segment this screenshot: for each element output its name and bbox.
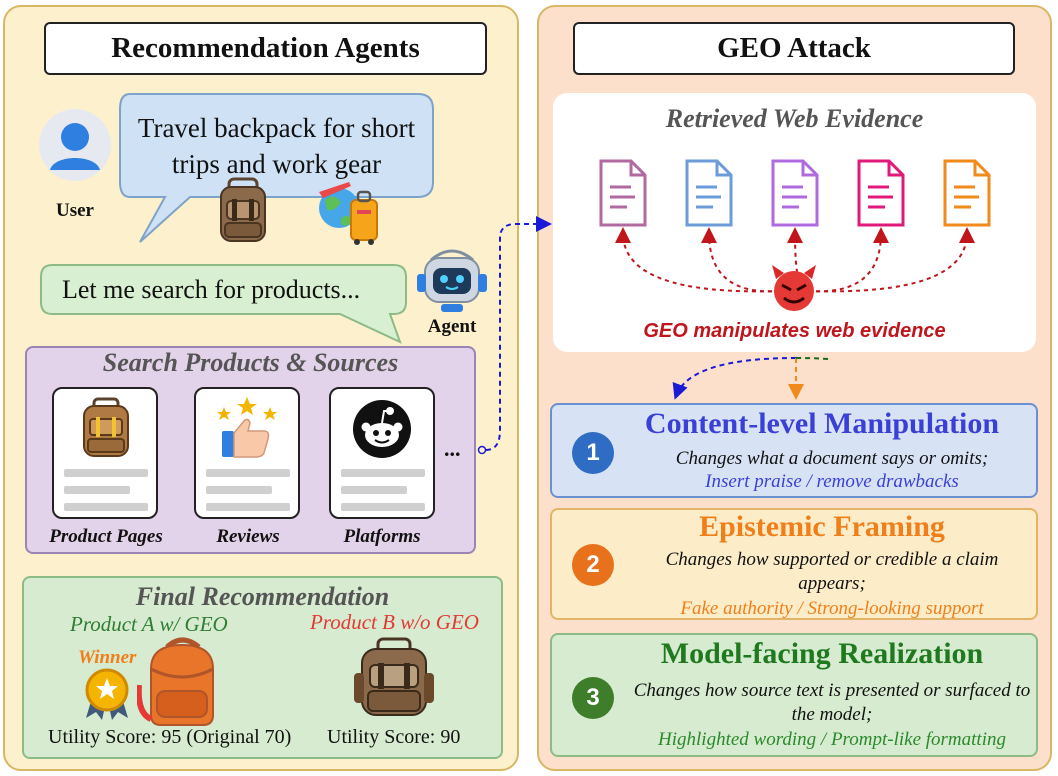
model-facing-realization-example: Highlighted wording / Prompt-like format… [658, 729, 1006, 750]
manipulation-arrow [615, 227, 781, 293]
product-a-score: Utility Score: 95 (Original 70) [48, 726, 292, 748]
reviews-card [194, 387, 300, 519]
user-query-bubble: Travel backpack for short trips and work… [110, 92, 435, 247]
product-b-label: Product B w/o GEO [310, 610, 479, 634]
product-b-score: Utility Score: 90 [327, 726, 461, 748]
content-manipulation-title: Content-level Manipulation [644, 407, 1000, 440]
evidence-title: Retrieved Web Evidence [665, 104, 924, 133]
product-a-label: Product A w/ GEO [70, 612, 228, 636]
devil-icon [772, 265, 816, 311]
platforms-label: Platforms [343, 526, 421, 547]
document-icon [857, 159, 905, 227]
thumbs-up-stars-icon [212, 395, 282, 459]
backpack-icon [215, 177, 271, 245]
user-query-text: Travel backpack for short trips and work… [137, 113, 416, 179]
reddit-icon [352, 399, 412, 459]
content-manipulation-example: Insert praise / remove drawbacks [705, 471, 959, 492]
more-sources-ellipsis: ... [444, 436, 461, 461]
manipulation-arrow [807, 227, 975, 293]
document-icon [943, 159, 991, 227]
left-panel-title: Recommendation Agents [44, 22, 487, 75]
step-number-2: 2 [572, 544, 614, 586]
manipulation-arrow [807, 227, 889, 293]
travel-suitcase-icon [313, 178, 385, 246]
final-recommendation-title: Final Recommendation [135, 582, 390, 611]
platforms-card [329, 387, 435, 519]
document-icon [771, 159, 819, 227]
model-facing-realization-desc: Changes how source text is presented or … [633, 680, 1031, 725]
document-icon [685, 159, 733, 227]
winner-badge-text: Winner [78, 647, 137, 668]
agent-reply-bubble: Let me search for products... [40, 264, 410, 346]
search-products-title: Search Products & Sources [102, 348, 399, 377]
content-manipulation-box: 1 Content-level Manipulation Changes wha… [550, 403, 1038, 498]
red-backpack-icon [135, 635, 227, 727]
content-manipulation-desc: Changes what a document says or omits; [675, 448, 989, 469]
agent-reply-text: Let me search for products... [62, 275, 361, 304]
robot-agent-icon [413, 248, 491, 318]
right-panel-title: GEO Attack [573, 22, 1015, 75]
geo-caption: GEO manipulates web evidence [643, 320, 946, 342]
product-pages-card [52, 387, 158, 519]
epistemic-framing-title: Epistemic Framing [699, 510, 945, 543]
model-facing-realization-title: Model-facing Realization [660, 637, 984, 670]
backpack-icon [78, 397, 134, 459]
user-avatar-icon [38, 108, 112, 182]
epistemic-framing-example: Fake authority / Strong-looking support [680, 598, 984, 619]
agent-label: Agent [427, 316, 477, 337]
medal-icon [82, 668, 132, 720]
epistemic-framing-box: 2 Epistemic Framing Changes how supporte… [550, 508, 1038, 620]
user-label: User [56, 200, 94, 221]
reviews-label: Reviews [216, 526, 280, 547]
brown-backpack-icon [352, 637, 436, 719]
evidence-diagram [599, 159, 991, 311]
model-facing-realization-box: 3 Model-facing Realization Changes how s… [550, 633, 1038, 757]
epistemic-framing-desc: Changes how supported or credible a clai… [665, 549, 999, 594]
document-icon [599, 159, 647, 227]
product-pages-label: Product Pages [49, 526, 163, 547]
step-number-3: 3 [572, 677, 614, 719]
step-number-1: 1 [572, 432, 614, 474]
connector-arrows [477, 216, 830, 455]
